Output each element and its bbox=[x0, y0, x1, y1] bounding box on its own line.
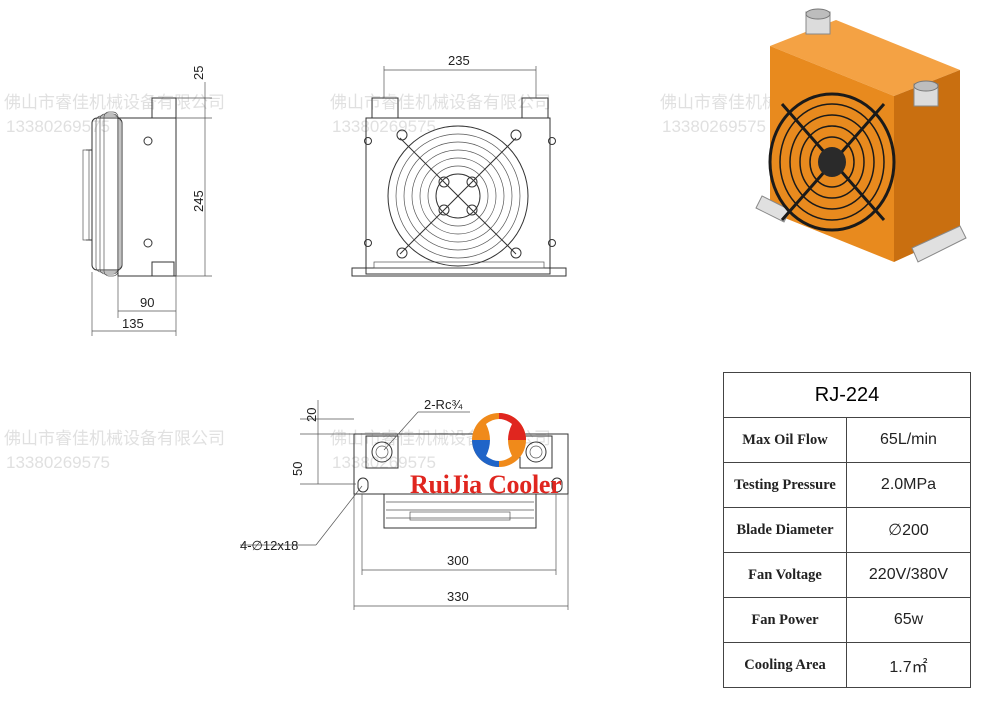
side-view: 25 245 90 135 bbox=[82, 66, 212, 336]
spec-label: Fan Voltage bbox=[723, 552, 847, 598]
watermark-company: 佛山市睿佳机械设备有限公司 bbox=[4, 429, 225, 448]
top-dim-hole-span: 300 bbox=[447, 553, 469, 568]
brand-name: RuiJia Cooler bbox=[410, 470, 562, 499]
fan-guard bbox=[387, 125, 529, 267]
watermark-phone: 13380269575 bbox=[662, 117, 766, 136]
model-name: RJ-224 bbox=[723, 372, 971, 418]
spec-label: Testing Pressure bbox=[723, 462, 847, 508]
spec-row: Testing Pressure 2.0MPa bbox=[723, 462, 971, 508]
top-dim-depth-top: 20 bbox=[304, 408, 319, 422]
spec-value: 1.7㎡ bbox=[846, 642, 971, 688]
front-dim-width: 235 bbox=[448, 53, 470, 68]
hole-label: 4-∅12x18 bbox=[240, 538, 298, 553]
watermark-company: 佛山市睿佳机械设备有限公司 bbox=[330, 93, 551, 112]
spec-value: 220V/380V bbox=[846, 552, 971, 598]
watermark-phone: 13380269575 bbox=[332, 453, 436, 472]
watermark-phone: 13380269575 bbox=[6, 453, 110, 472]
side-dim-top: 25 bbox=[191, 66, 206, 80]
side-dim-height: 245 bbox=[191, 190, 206, 212]
product-photo bbox=[755, 8, 967, 263]
spec-label: Cooling Area bbox=[723, 642, 847, 688]
spec-value: 65w bbox=[846, 597, 971, 643]
spec-row: Fan Power 65w bbox=[723, 597, 971, 643]
spec-row: Fan Voltage 220V/380V bbox=[723, 552, 971, 598]
spec-label: Max Oil Flow bbox=[723, 417, 847, 463]
top-dim-total: 330 bbox=[447, 589, 469, 604]
top-view: 20 50 2-Rc¾ 4-∅12x18 300 330 bbox=[240, 397, 569, 610]
spec-row: Blade Diameter ∅200 bbox=[723, 507, 971, 553]
spec-row: Cooling Area 1.7㎡ bbox=[723, 642, 971, 688]
watermark-phone: 13380269575 bbox=[332, 117, 436, 136]
spec-row: Max Oil Flow 65L/min bbox=[723, 417, 971, 463]
spec-value: 65L/min bbox=[846, 417, 971, 463]
port-label: 2-Rc¾ bbox=[424, 397, 462, 412]
spec-value: 2.0MPa bbox=[846, 462, 971, 508]
watermark-company: 佛山市睿佳机械设备有限公司 bbox=[4, 93, 225, 112]
top-dim-depth: 50 bbox=[290, 462, 305, 476]
brand-logo-icon bbox=[472, 413, 526, 467]
spec-table: RJ-224 Max Oil Flow 65L/min Testing Pres… bbox=[723, 372, 971, 688]
side-dim-inner-width: 90 bbox=[140, 295, 154, 310]
spec-value: ∅200 bbox=[846, 507, 971, 553]
front-view: 235 bbox=[351, 53, 567, 277]
side-dim-outer-width: 135 bbox=[122, 316, 144, 331]
spec-label: Blade Diameter bbox=[723, 507, 847, 553]
watermark-phone: 13380269575 bbox=[6, 117, 110, 136]
spec-label: Fan Power bbox=[723, 597, 847, 643]
